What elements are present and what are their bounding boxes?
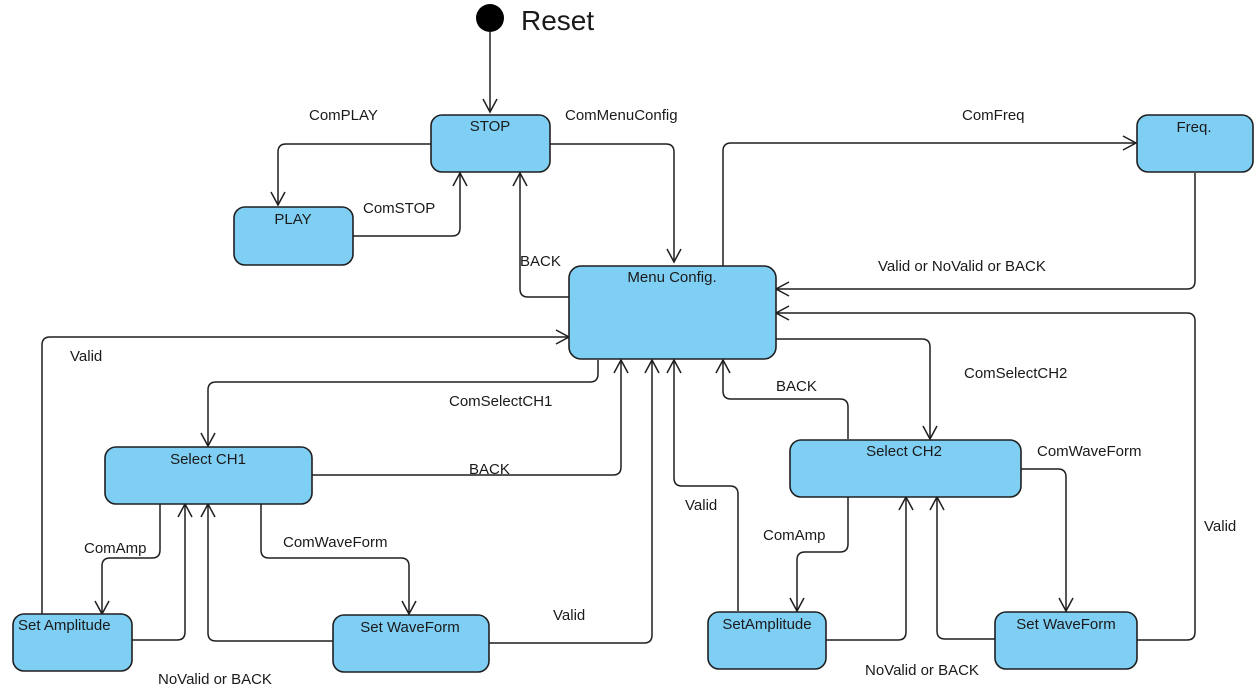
label-valid-wave1: Valid bbox=[553, 607, 585, 624]
edge-stop-play bbox=[270, 143, 431, 207]
label-back-ch1: BACK bbox=[469, 461, 510, 478]
edge-amp1-ch1 bbox=[132, 502, 193, 641]
label-comamp2: ComAmp bbox=[763, 527, 826, 544]
state-set-waveform-ch1: Set WaveForm bbox=[332, 614, 490, 673]
edge-wave1-ch1 bbox=[200, 502, 333, 642]
label-valid-amp1: Valid bbox=[70, 348, 102, 365]
state-play-label: PLAY bbox=[274, 211, 311, 228]
state-select-ch2: Select CH2 bbox=[789, 439, 1022, 498]
state-set-amplitude-ch1-label: Set Amplitude bbox=[18, 617, 111, 634]
label-comselectch2: ComSelectCH2 bbox=[964, 365, 1067, 382]
state-set-amplitude-ch2: SetAmplitude bbox=[707, 611, 827, 670]
label-valid-wave2: Valid bbox=[1204, 518, 1236, 535]
label-complay: ComPLAY bbox=[309, 107, 378, 124]
edge-play-stop bbox=[353, 171, 468, 237]
edge-ch1-wave1 bbox=[260, 504, 417, 616]
edge-amp2-ch2 bbox=[826, 495, 914, 641]
edge-ch1-menu bbox=[312, 358, 629, 476]
initial-state-dot bbox=[476, 4, 504, 32]
label-comamp1: ComAmp bbox=[84, 540, 147, 557]
label-comwaveform1: ComWaveForm bbox=[283, 534, 387, 551]
state-set-waveform-ch1-label: Set WaveForm bbox=[360, 619, 459, 636]
label-freq-back: Valid or NoValid or BACK bbox=[878, 258, 1046, 275]
state-select-ch1: Select CH1 bbox=[104, 446, 313, 505]
reset-label: Reset bbox=[521, 5, 594, 36]
edge-ch1-amp1 bbox=[94, 504, 161, 616]
state-menu-config: Menu Config. bbox=[568, 265, 777, 360]
edge-menu-freq bbox=[722, 135, 1138, 266]
label-novalid-ch1: NoValid or BACK bbox=[158, 671, 272, 688]
label-back-stop: BACK bbox=[520, 253, 561, 270]
label-back-ch2: BACK bbox=[776, 378, 817, 395]
label-comstop: ComSTOP bbox=[363, 200, 435, 217]
edge-reset-stop bbox=[482, 32, 498, 114]
label-comfreq: ComFreq bbox=[962, 107, 1025, 124]
state-play: PLAY bbox=[233, 206, 354, 266]
label-commenuconfig: ComMenuConfig bbox=[565, 107, 678, 124]
edge-amp2-menu bbox=[666, 358, 739, 611]
state-select-ch1-label: Select CH1 bbox=[170, 451, 246, 468]
state-set-amplitude-ch2-label: SetAmplitude bbox=[722, 616, 811, 633]
edge-wave1-menu bbox=[489, 358, 660, 644]
edge-menu-stop bbox=[512, 171, 569, 298]
label-comselectch1: ComSelectCH1 bbox=[449, 393, 552, 410]
label-valid-amp2: Valid bbox=[685, 497, 717, 514]
edge-stop-menu bbox=[550, 143, 682, 264]
edge-ch2-amp2 bbox=[789, 497, 849, 613]
label-comwaveform2: ComWaveForm bbox=[1037, 443, 1141, 460]
edge-freq-menu bbox=[774, 173, 1196, 297]
state-set-amplitude-ch1: Set Amplitude bbox=[12, 613, 133, 672]
state-set-waveform-ch2: Set WaveForm bbox=[994, 611, 1138, 670]
edge-menu-ch1 bbox=[200, 360, 599, 448]
edge-ch2-wave2 bbox=[1021, 468, 1074, 613]
edge-ch2-menu bbox=[715, 358, 849, 439]
state-set-waveform-ch2-label: Set WaveForm bbox=[1016, 616, 1115, 633]
label-novalid-ch2: NoValid or BACK bbox=[865, 662, 979, 679]
edge-menu-ch2 bbox=[776, 338, 938, 441]
state-menu-config-label: Menu Config. bbox=[627, 269, 716, 286]
edge-wave2-ch2 bbox=[929, 495, 995, 640]
state-freq: Freq. bbox=[1136, 114, 1254, 173]
state-freq-label: Freq. bbox=[1176, 119, 1211, 136]
state-stop-label: STOP bbox=[470, 118, 511, 135]
state-stop: STOP bbox=[430, 114, 551, 173]
state-select-ch2-label: Select CH2 bbox=[866, 443, 942, 460]
